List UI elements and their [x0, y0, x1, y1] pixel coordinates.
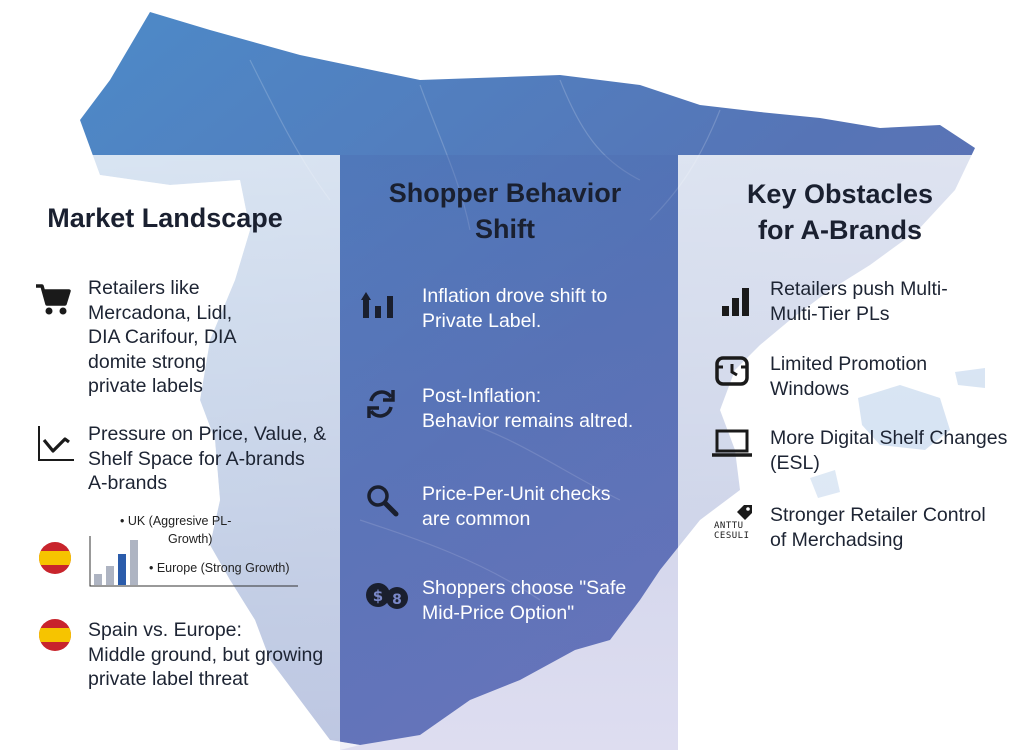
mini-bar-4 — [130, 540, 138, 585]
middle-panel — [340, 155, 678, 750]
svg-text:8: 8 — [392, 592, 402, 608]
bar-growth-icon — [361, 292, 393, 318]
mini-bar-3 — [118, 554, 126, 585]
trend-down-chart-icon — [38, 426, 74, 461]
key-obstacles-title: Key Obstacles for A-Brands — [746, 179, 934, 245]
refresh-arrows-icon — [367, 390, 395, 418]
magnifier-icon — [367, 485, 399, 517]
left-item-spain-vs-europe: Spain vs. Europe: Middle ground, but gro… — [88, 619, 324, 690]
bar-chart-icon — [722, 288, 749, 316]
shopper-behavior-title: Shopper Behavior Shift — [388, 178, 622, 244]
right-item-retailer-control: Stronger Retailer Control of Merchadsing — [770, 504, 986, 551]
market-landscape-title: Market Landscape — [47, 203, 283, 233]
coins-icon: $ 8 — [366, 583, 408, 609]
shopping-cart-icon — [36, 284, 71, 315]
mini-label-uk: • UK (Aggresive PL- — [120, 514, 232, 528]
left-item-pressure: Pressure on Price, Value, & Shelf Space … — [88, 423, 327, 494]
right-item-multi-tier: Retailers push Multi- Multi-Tier PLs — [770, 278, 948, 325]
laptop-icon — [712, 429, 752, 457]
mini-bar-chart — [89, 536, 298, 587]
mini-label-europe: • Europe (Strong Growth) — [149, 561, 290, 575]
mid-item-price-per-unit: Price-Per-Unit checks are common — [422, 483, 611, 530]
mini-label-uk-growth: Growth) — [168, 532, 213, 546]
mid-item-safe-option: Shoppers choose "Safe Mid-Price Option" — [422, 577, 627, 624]
tag-icon-text: ANTTU CESULI — [714, 521, 750, 541]
calendar-clock-icon — [715, 356, 749, 386]
mid-item-post-inflation: Post-Inflation: Behavior remains altred. — [422, 385, 634, 432]
mini-bar-2 — [106, 566, 114, 585]
spain-flag-icon — [39, 542, 71, 574]
price-tag-icon — [737, 505, 752, 520]
spain-flag-icon — [39, 619, 71, 651]
right-item-digital-shelf: More Digital Shelf Changes (ESL) — [770, 427, 1008, 474]
mid-item-inflation: Inflation drove shift to Private Label. — [422, 285, 608, 332]
mini-bar-1 — [94, 574, 102, 585]
svg-text:$: $ — [373, 587, 383, 605]
right-item-promotion: Limited Promotion Windows — [770, 353, 928, 400]
left-item-retailers: Retailers like Mercadona, Lidl, DIA Cari… — [88, 277, 237, 397]
